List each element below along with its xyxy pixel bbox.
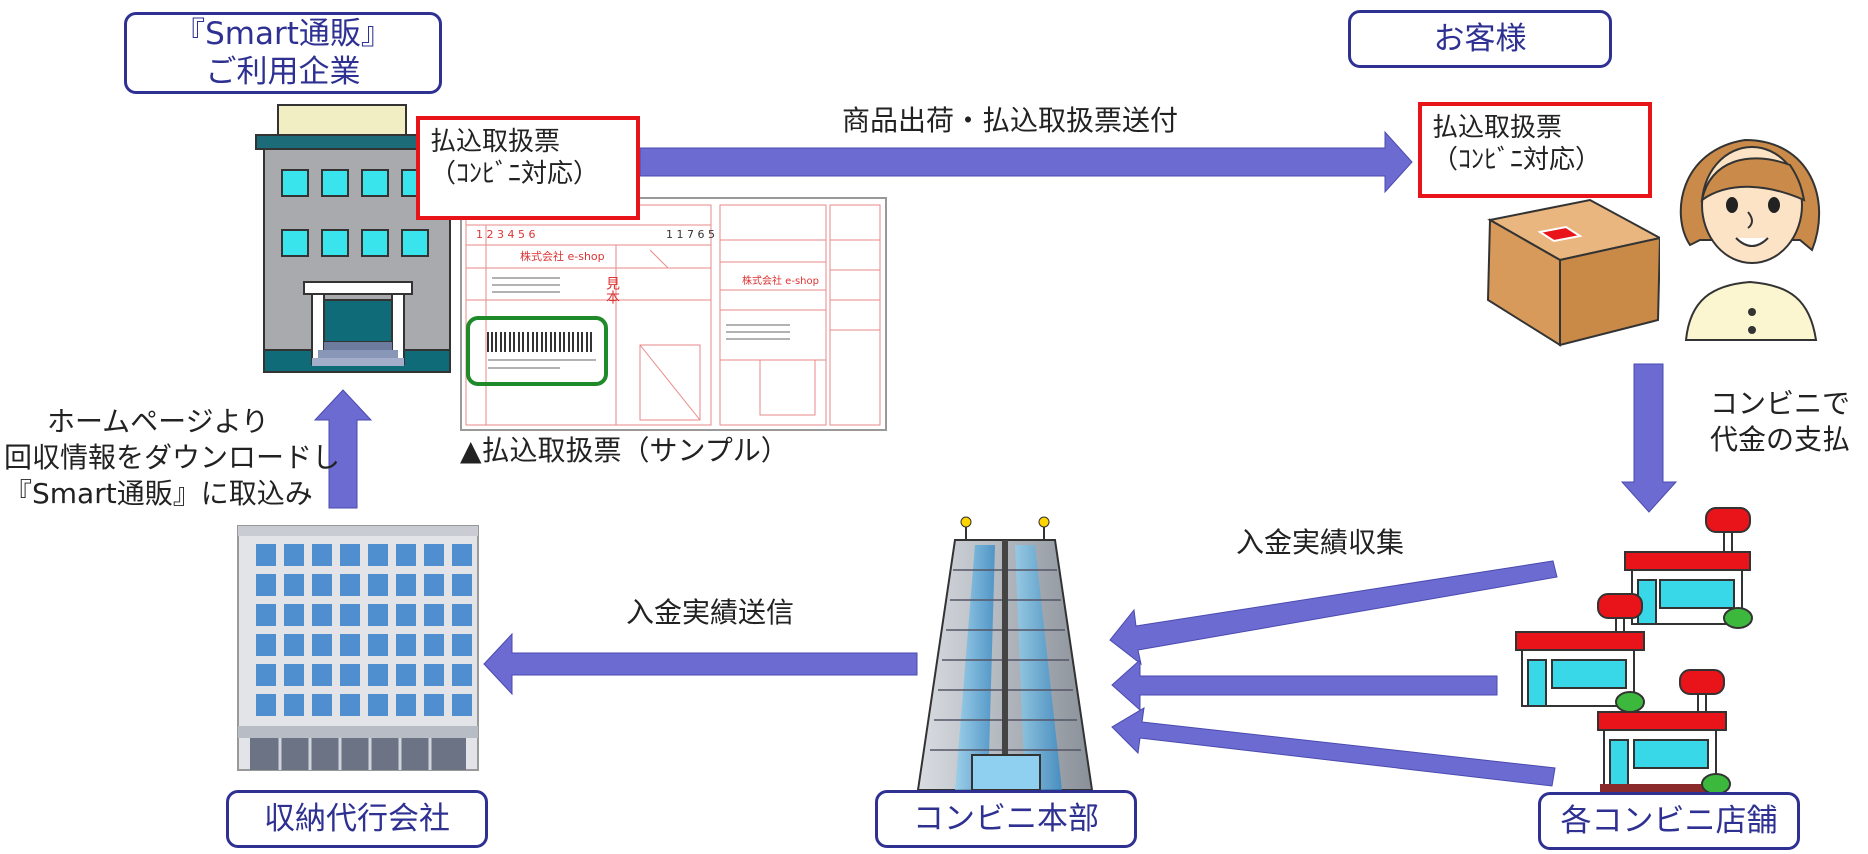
slip-callout-left-line1: 払込取扱票 xyxy=(430,127,561,157)
slip-callout-right-line1: 払込取扱票 xyxy=(1432,113,1563,143)
sample-slip-company-2: 株式会社 e-shop xyxy=(742,276,819,287)
label-download-line1: ホームページより xyxy=(46,405,270,438)
arrow-download xyxy=(313,389,373,509)
arrow-send xyxy=(483,632,918,696)
arrow-collect-middle xyxy=(1111,658,1498,712)
office-building-icon xyxy=(255,104,457,373)
sample-slip-company: 株式会社 e-shop xyxy=(520,250,605,263)
label-download-line2: 回収情報をダウンロードし xyxy=(4,441,341,474)
convenience-store-icon-1 xyxy=(1624,507,1753,629)
arrow-collect-top xyxy=(1109,560,1558,666)
label-download-line3: 『Smart通販』に取込み xyxy=(4,477,313,510)
sample-caption: ▲払込取扱票（サンプル） xyxy=(460,434,789,467)
sample-slip-stamp: 見本 xyxy=(604,276,620,304)
label-pay-line2: 代金の支払 xyxy=(1709,423,1850,456)
arrow-shipping xyxy=(639,130,1413,194)
agency-box-label: 収納代行会社 xyxy=(264,801,450,837)
agency-building-icon xyxy=(237,525,479,771)
stores-box-label: 各コンビニ店舗 xyxy=(1560,803,1778,839)
payment-slip-sample-image xyxy=(460,197,887,431)
merchant-box: 『Smart通販』 ご利用企業 xyxy=(124,12,442,94)
label-shipping: 商品出荷・払込取扱票送付 xyxy=(842,104,1179,137)
slip-callout-right: 払込取扱票 （ｺﾝﾋﾞﾆ対応） xyxy=(1418,102,1652,198)
label-pay: コンビニで 代金の支払 xyxy=(1700,386,1860,458)
hq-box-label: コンビニ本部 xyxy=(913,801,1099,837)
label-pay-line1: コンビニで xyxy=(1709,387,1850,420)
arrow-collect-bottom xyxy=(1111,707,1556,787)
sample-slip-digits: 1 2 3 4 5 6 xyxy=(476,228,536,241)
package-box-icon xyxy=(1486,198,1663,347)
slip-callout-left-line2: （ｺﾝﾋﾞﾆ対応） xyxy=(430,159,600,189)
convenience-store-icon-3 xyxy=(1597,669,1731,795)
merchant-box-line1: 『Smart通販』 xyxy=(174,16,392,52)
agency-box: 収納代行会社 xyxy=(226,790,488,848)
convenience-hq-tower-icon xyxy=(916,516,1094,791)
customer-box: お客様 xyxy=(1348,10,1612,68)
barcode-highlight-frame xyxy=(466,316,608,386)
slip-callout-right-line2: （ｺﾝﾋﾞﾆ対応） xyxy=(1432,145,1602,175)
merchant-box-line2: ご利用企業 xyxy=(205,54,361,90)
label-collect: 入金実績収集 xyxy=(1236,526,1405,559)
customer-box-label: お客様 xyxy=(1433,21,1527,57)
stores-box: 各コンビニ店舗 xyxy=(1538,792,1800,850)
sample-slip-amount: 1 1 7 6 5 xyxy=(666,228,715,241)
label-send: 入金実績送信 xyxy=(626,596,795,629)
slip-callout-left: 払込取扱票 （ｺﾝﾋﾞﾆ対応） xyxy=(416,116,640,220)
arrow-payment xyxy=(1620,363,1678,513)
hq-box: コンビニ本部 xyxy=(875,790,1137,848)
label-download: ホームページより 回収情報をダウンロードし 『Smart通販』に取込み xyxy=(4,404,341,512)
convenience-store-icon-2 xyxy=(1515,593,1645,713)
customer-woman-icon xyxy=(1660,124,1828,341)
